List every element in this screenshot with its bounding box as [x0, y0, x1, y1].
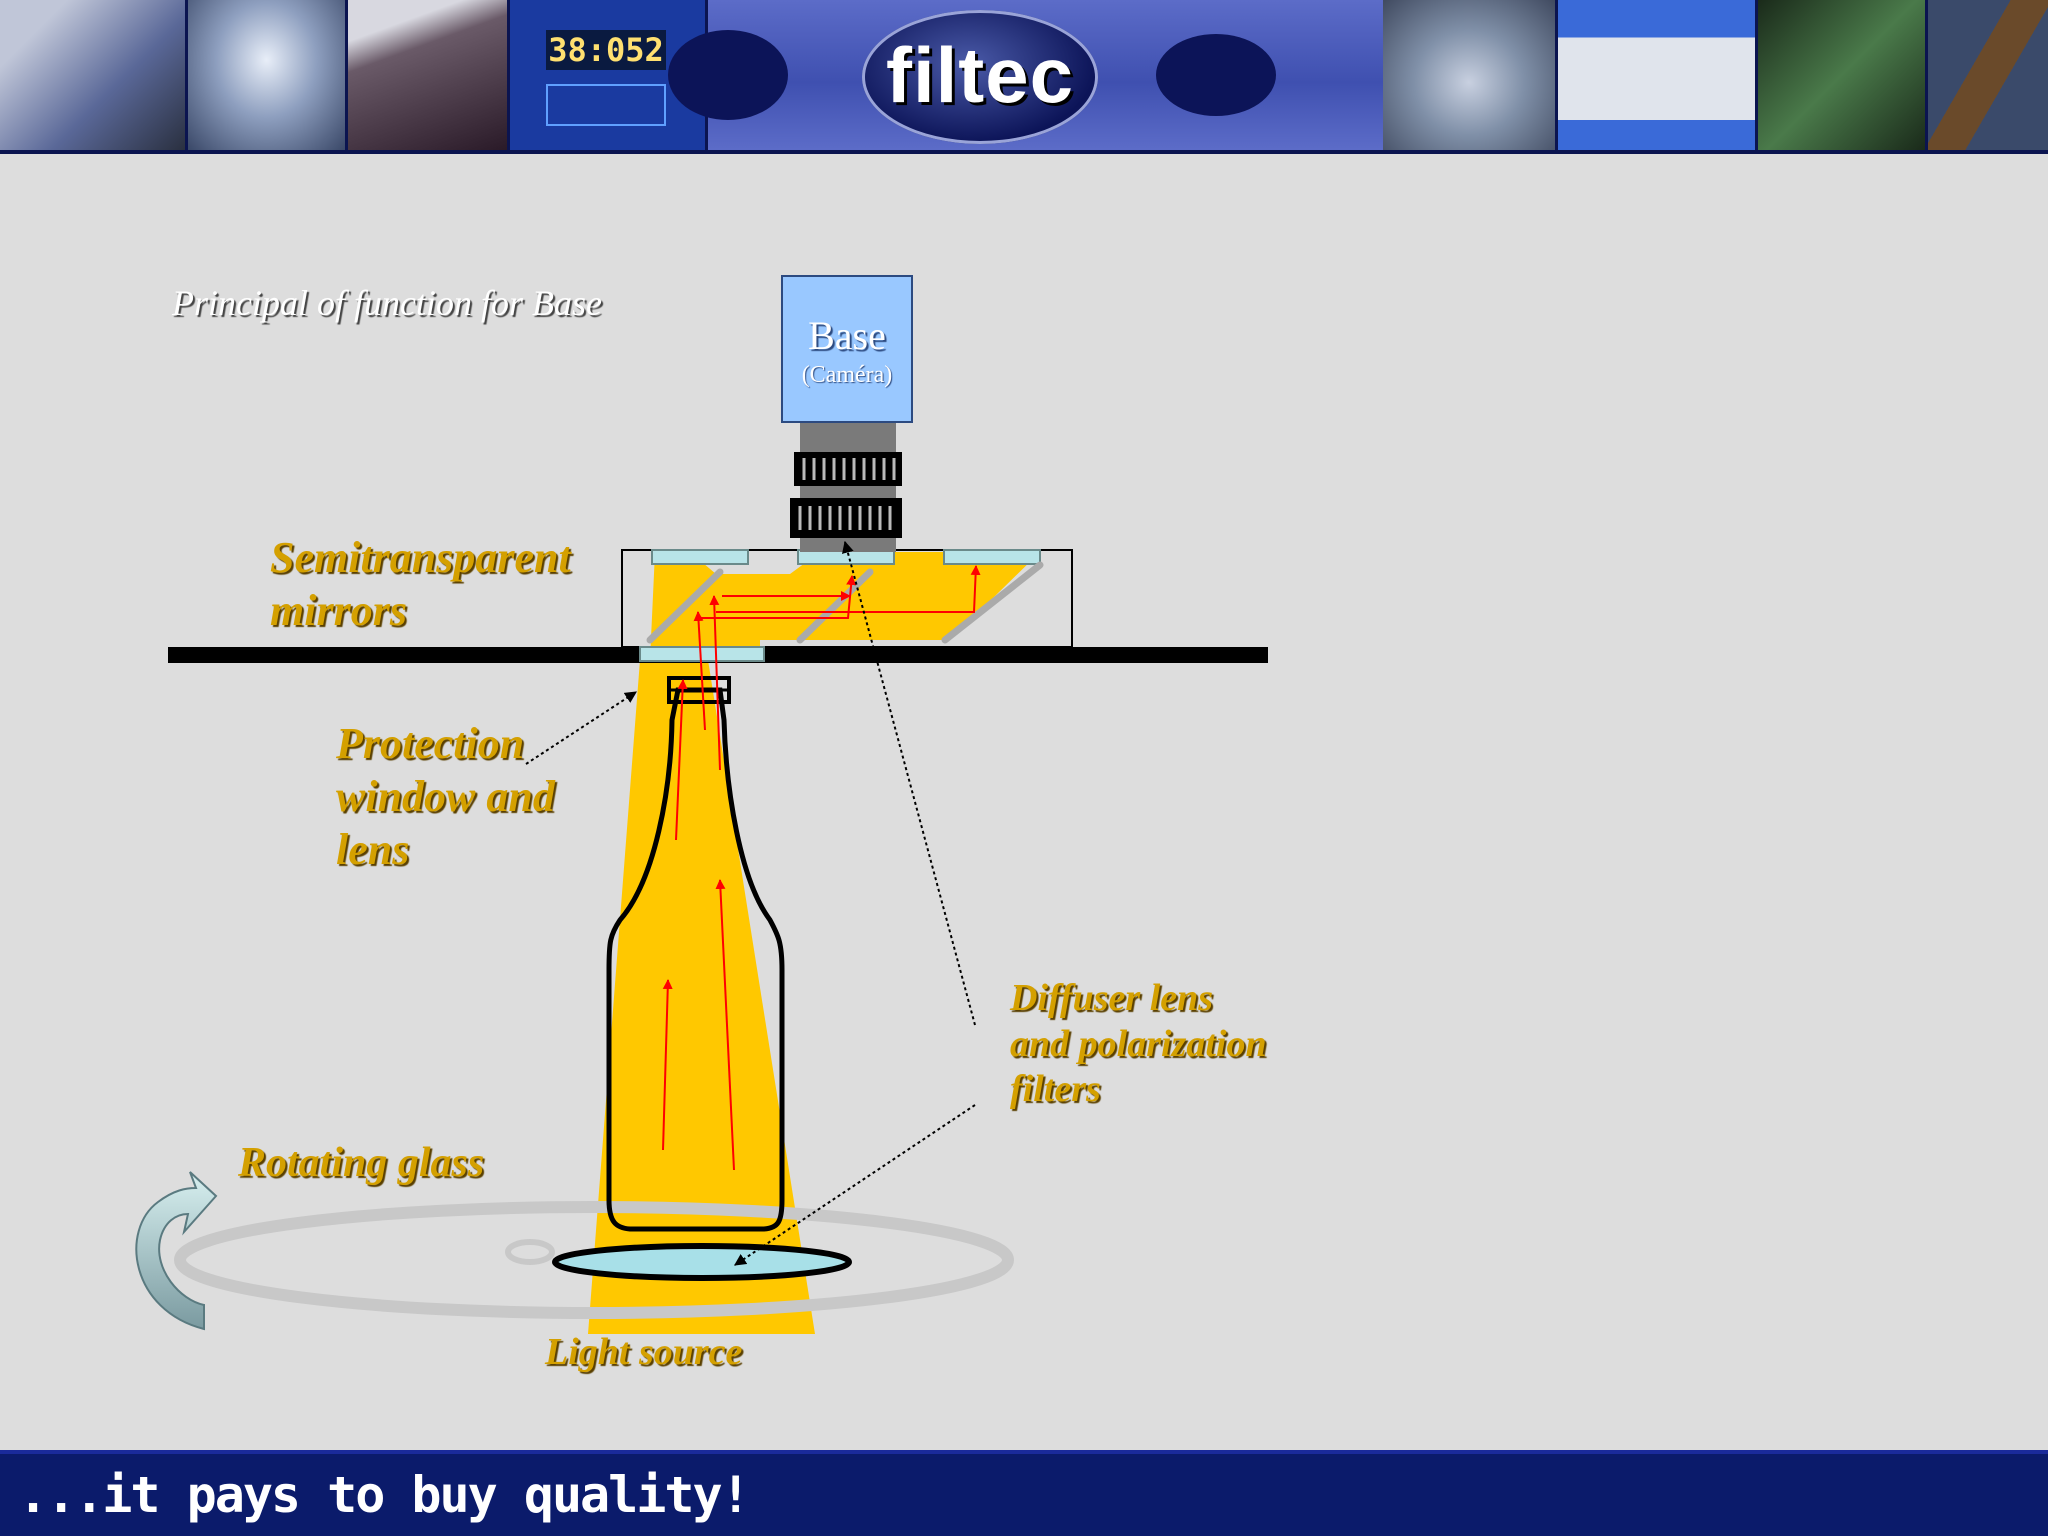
light-source-label: Light source: [545, 1331, 743, 1373]
machine-cabinet-photo: [1558, 0, 1758, 150]
camera-title: Base: [808, 313, 886, 358]
camera-subtitle: (Caméra): [801, 362, 893, 388]
conveyor-photo: [1758, 0, 1928, 150]
function-diagram: [135, 275, 1268, 1334]
lens-ring-bottom: [790, 498, 902, 538]
top-window-center: [797, 549, 895, 565]
logo-oval: [862, 10, 1098, 144]
bottle: [606, 687, 785, 1232]
filler-head-photo: [1383, 0, 1558, 150]
left-oval-decoration: [668, 30, 788, 120]
rotating-glass-marker: [505, 1239, 555, 1265]
page-title: Principal of function for Base: [172, 283, 602, 323]
protection-window: [639, 646, 765, 662]
top-window-right: [943, 549, 1041, 565]
semitransparent-mirrors: [646, 561, 1044, 644]
rotation-arrow-icon: [135, 1171, 218, 1331]
lens-ring-bottom-grip: [798, 506, 892, 530]
rotating-glass-label: Rotating glass: [238, 1140, 485, 1186]
monitor-readout: 38:052: [546, 30, 666, 70]
inspection-room-photo: [0, 0, 188, 150]
light-beam: [588, 660, 815, 1334]
diffuser-lens-label: Diffuser lens and polarization filters: [1010, 977, 1267, 1111]
rotating-glass-disc: [174, 1201, 1014, 1319]
semitransparent-mirrors-label: Semitransparent mirrors: [270, 533, 571, 635]
protection-window-label: Protection window and lens: [336, 719, 555, 874]
right-oval-decoration: [1156, 34, 1276, 116]
filtec-logo: filtec: [885, 31, 1075, 119]
lens-ring-top-grip: [802, 458, 896, 480]
monitor-panel: [546, 84, 666, 126]
can-lid-photo: [188, 0, 348, 150]
sensor-photo: [1928, 0, 2048, 150]
light-rays: [662, 565, 981, 1171]
camera-body: [781, 275, 913, 423]
pointer-lines: [525, 540, 976, 1266]
footer-slogan: ...it pays to buy quality!: [18, 1466, 751, 1524]
top-window-left: [651, 549, 749, 565]
operator-photo: [348, 0, 510, 150]
light-beam-upper: [650, 552, 1040, 660]
diffuser-lens: [552, 1243, 852, 1281]
lens-ring-top: [794, 452, 902, 486]
header-banner: 38:052 filtec: [0, 0, 2048, 154]
footer-bar: ...it pays to buy quality!: [0, 1450, 2048, 1536]
